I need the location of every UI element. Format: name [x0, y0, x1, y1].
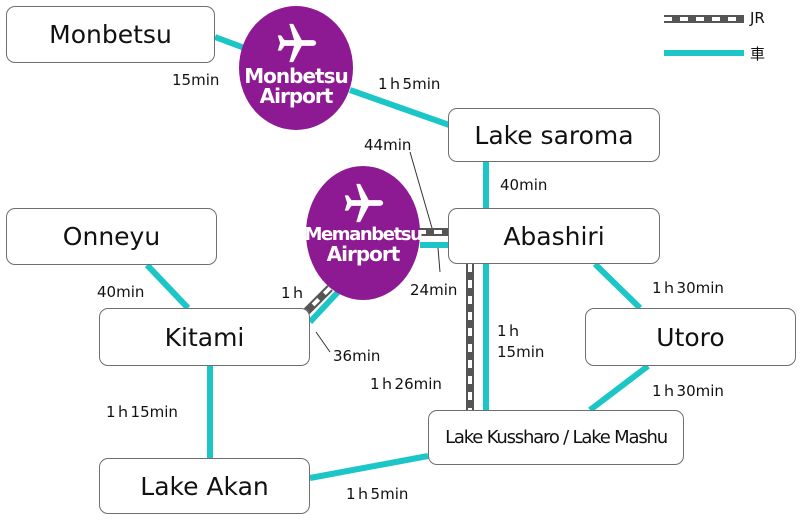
node-kitami[interactable]: Kitami — [99, 308, 310, 366]
label-leader-lines — [315, 151, 441, 353]
node-onneyu-label: Onneyu — [62, 222, 161, 251]
time-monbetsu-airport: 15min — [172, 71, 220, 89]
time-abashiri-kussharo-car-2: 15min — [497, 343, 545, 361]
time-abashiri-kussharo-jr: 1ｈ26min — [370, 375, 442, 393]
legend-jr-label: JR — [750, 9, 765, 27]
time-akan-kussharo: 1ｈ5min — [346, 485, 409, 503]
time-abashiri-utoro: 1ｈ30min — [652, 279, 724, 297]
time-memanbetsu-kitami-car: 36min — [333, 347, 381, 365]
node-lake-akan-label: Lake Akan — [140, 471, 269, 501]
leader-24min — [437, 247, 441, 273]
airplane-icon — [344, 183, 384, 223]
node-kitami-label: Kitami — [164, 322, 245, 352]
node-lake-akan[interactable]: Lake Akan — [99, 458, 310, 514]
node-onneyu[interactable]: Onneyu — [6, 208, 217, 265]
time-utoro-kussharo: 1ｈ30min — [652, 382, 724, 400]
time-saroma-abashiri: 40min — [500, 176, 548, 194]
jr-memanbetsu-kitami — [301, 285, 333, 317]
time-airport-saroma: 1ｈ5min — [378, 75, 441, 93]
route-utoro-kussharo — [588, 363, 650, 413]
route-akan-kussharo — [309, 453, 429, 481]
time-memanbetsu-abashiri-car: 24min — [410, 281, 458, 299]
node-lake-saroma-label: Lake saroma — [474, 120, 634, 150]
airport-monbetsu[interactable]: Monbetsu Airport — [239, 6, 353, 130]
node-lake-saroma[interactable]: Lake saroma — [448, 108, 660, 162]
airplane-icon — [277, 23, 317, 63]
time-abashiri-kussharo-car-1: 1ｈ — [497, 322, 522, 340]
car-routes — [144, 34, 650, 481]
node-utoro-label: Utoro — [656, 322, 725, 352]
route-onneyu-kitami — [144, 262, 191, 311]
time-onneyu-kitami: 40min — [97, 283, 145, 301]
node-abashiri-label: Abashiri — [503, 221, 605, 251]
node-utoro[interactable]: Utoro — [585, 308, 796, 366]
node-lake-kussharo-mashu-label: Lake Kussharo / Lake Mashu — [445, 427, 668, 448]
airport-memanbetsu[interactable]: Memanbetsu Airport — [304, 166, 423, 300]
time-memanbetsu-kitami-jr: 1ｈ — [281, 284, 306, 302]
node-monbetsu-label: Monbetsu — [49, 20, 172, 49]
node-abashiri[interactable]: Abashiri — [448, 208, 660, 264]
leader-36min — [315, 331, 331, 353]
airport-memanbetsu-line2: Airport — [326, 242, 401, 266]
legend-car-label: 車 — [750, 45, 766, 63]
route-memanbetsu-kitami-car — [307, 289, 341, 325]
route-airport-saroma — [349, 87, 453, 129]
node-lake-kussharo-mashu[interactable]: Lake Kussharo / Lake Mashu — [428, 410, 684, 465]
legend — [664, 15, 744, 56]
time-kitami-akan: 1ｈ15min — [106, 403, 178, 421]
leader-44min — [409, 151, 433, 229]
airport-monbetsu-line2: Airport — [259, 84, 334, 108]
airport-monbetsu-line1: Monbetsu — [244, 64, 348, 88]
airport-memanbetsu-line1: Memanbetsu — [304, 224, 422, 245]
time-memanbetsu-abashiri-jr: 44min — [364, 136, 412, 154]
route-abashiri-utoro — [592, 261, 643, 311]
node-monbetsu[interactable]: Monbetsu — [6, 6, 215, 63]
jr-routes — [301, 228, 474, 410]
